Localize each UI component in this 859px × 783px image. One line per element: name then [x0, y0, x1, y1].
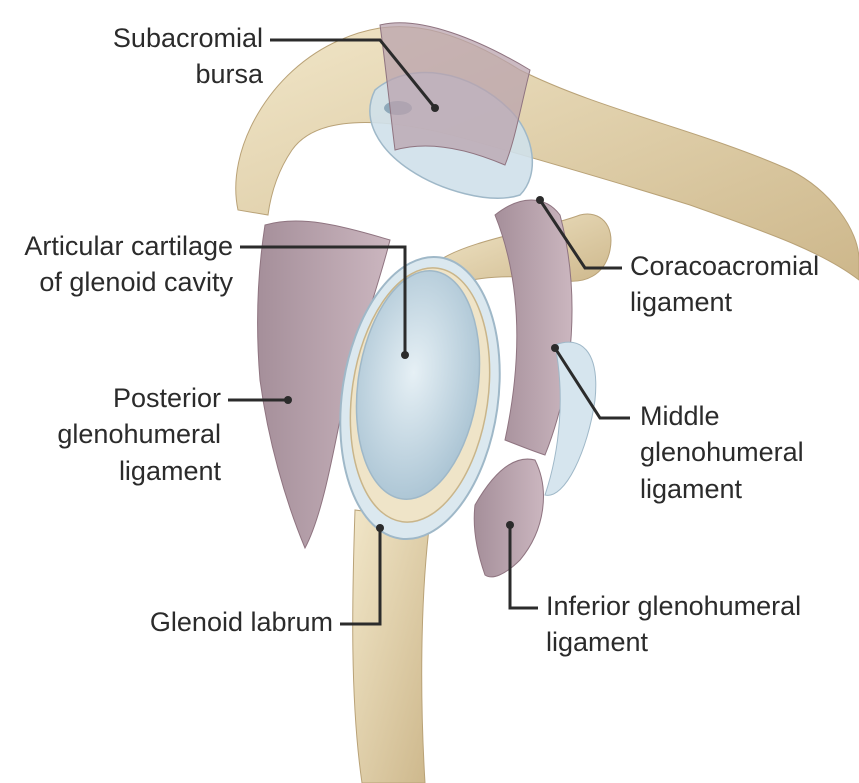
label-glenoid-labrum: Glenoid labrum — [150, 604, 333, 640]
label-inferior-ligament: Inferior glenohumeral ligament — [546, 588, 801, 661]
label-line: ligament — [640, 471, 804, 507]
label-line: Coracoacromial — [630, 248, 819, 284]
humerus-shaft — [353, 510, 430, 783]
label-coracoacromial-ligament: Coracoacromial ligament — [630, 248, 819, 321]
label-line: Posterior — [57, 380, 221, 416]
label-posterior-ligament: Posterior glenohumeral ligament — [57, 380, 221, 489]
label-line: Articular cartilage — [24, 228, 233, 264]
label-line: Subacromial — [113, 20, 263, 56]
coracoacromial-ligament — [380, 23, 530, 165]
label-subacromial-bursa: Subacromial bursa — [113, 20, 263, 93]
label-line: Glenoid labrum — [150, 604, 333, 640]
label-middle-ligament: Middle glenohumeral ligament — [640, 398, 804, 507]
label-line: Middle — [640, 398, 804, 434]
label-line: Inferior glenohumeral — [546, 588, 801, 624]
label-line: bursa — [113, 56, 263, 92]
label-articular-cartilage: Articular cartilage of glenoid cavity — [24, 228, 233, 301]
label-line: ligament — [630, 284, 819, 320]
label-line: ligament — [57, 453, 221, 489]
label-line: of glenoid cavity — [24, 264, 233, 300]
label-line: ligament — [546, 624, 801, 660]
label-line: glenohumeral — [57, 416, 221, 452]
label-line: glenohumeral — [640, 434, 804, 470]
